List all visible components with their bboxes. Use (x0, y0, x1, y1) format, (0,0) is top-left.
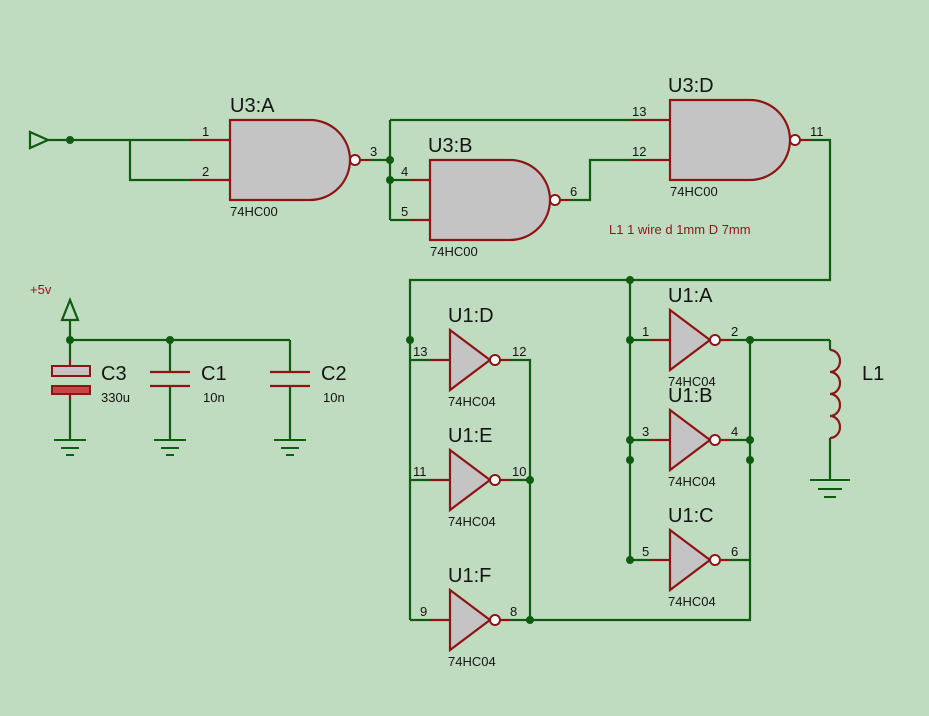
pin-number: 1 (202, 124, 209, 139)
inductor-note: L1 1 wire d 1mm D 7mm (609, 222, 751, 237)
pin-number: 13 (632, 104, 646, 119)
junction-dot (626, 276, 634, 284)
pin-number: 4 (401, 164, 408, 179)
inverter-u1b[interactable]: U1:B 74HC04 3 4 (642, 385, 738, 489)
component-ref: L1 (862, 363, 884, 385)
power-label: +5v (30, 282, 52, 297)
component-part: 74HC00 (430, 244, 478, 259)
component-part: 74HC04 (668, 594, 716, 609)
pin-number: 1 (642, 324, 649, 339)
component-part: 74HC04 (668, 374, 716, 389)
junction-dot (386, 176, 394, 184)
component-ref: U1:D (448, 305, 494, 327)
junction-dot (746, 436, 754, 444)
pin-number: 4 (731, 424, 738, 439)
pin-number: 3 (370, 144, 377, 159)
capacitor-c3[interactable]: C3 330u (51, 360, 130, 405)
component-value: 10n (323, 390, 345, 405)
pin-number: 2 (731, 324, 738, 339)
inductor-l1[interactable]: L1 (828, 348, 884, 440)
component-ref: U1:F (448, 565, 491, 587)
junction-dot (66, 136, 74, 144)
inverter-u1c[interactable]: U1:C 74HC04 5 6 (642, 505, 738, 609)
component-part: 74HC04 (448, 394, 496, 409)
capacitor-c2[interactable]: C2 10n (270, 363, 347, 405)
ground-icon (154, 439, 186, 456)
junction-dot (626, 336, 634, 344)
junction-dot (526, 616, 534, 624)
component-value: 10n (203, 390, 225, 405)
pin-number: 2 (202, 164, 209, 179)
junctions (66, 136, 754, 624)
junction-dot (406, 336, 414, 344)
component-ref: C3 (101, 363, 127, 385)
junction-dot (746, 456, 754, 464)
junction-dot (626, 556, 634, 564)
junction-dot (526, 476, 534, 484)
component-ref: C1 (201, 363, 227, 385)
pin-number: 8 (510, 604, 517, 619)
component-ref: C2 (321, 363, 347, 385)
input-terminal-icon[interactable] (28, 130, 51, 150)
component-ref: U1:B (668, 385, 712, 407)
junction-dot (66, 336, 74, 344)
component-ref: U1:C (668, 505, 714, 527)
nand-gate-u3d[interactable]: U3:D 74HC00 13 12 11 (630, 75, 824, 199)
pin-number: 11 (810, 124, 824, 139)
capacitor-c1[interactable]: C1 10n (150, 363, 227, 405)
pin-number: 9 (420, 604, 427, 619)
component-ref: U1:A (668, 285, 713, 307)
component-part: 74HC04 (668, 474, 716, 489)
ground-icon (274, 439, 306, 456)
junction-dot (746, 336, 754, 344)
component-part: 74HC04 (448, 514, 496, 529)
inverter-u1d[interactable]: U1:D 74HC04 13 12 (413, 305, 526, 409)
pin-number: 5 (401, 204, 408, 219)
component-part: 74HC04 (448, 654, 496, 669)
component-ref: U3:D (668, 75, 714, 97)
nand-gate-u3a[interactable]: U3:A 74HC00 1 2 3 (190, 95, 377, 219)
ground-icon (810, 479, 850, 498)
pin-number: 12 (512, 344, 526, 359)
component-value: 330u (101, 390, 130, 405)
component-part: 74HC00 (230, 204, 278, 219)
pin-number: 6 (731, 544, 738, 559)
inverter-u1a[interactable]: U1:A 74HC04 1 2 (642, 285, 738, 389)
component-ref: U1:E (448, 425, 492, 447)
ground-icon (54, 439, 86, 456)
junction-dot (386, 156, 394, 164)
pin-number: 13 (413, 344, 427, 359)
pin-number: 3 (642, 424, 649, 439)
nand-gate-u3b[interactable]: U3:B 74HC00 4 5 6 (401, 135, 577, 259)
component-ref: U3:A (230, 95, 275, 117)
pin-number: 11 (413, 464, 427, 479)
pin-number: 10 (512, 464, 526, 479)
power-terminal[interactable]: +5v (30, 282, 80, 322)
pin-number: 12 (632, 144, 646, 159)
component-part: 74HC00 (670, 184, 718, 199)
inverter-u1e[interactable]: U1:E 74HC04 11 10 (413, 425, 526, 529)
power-arrow-icon (60, 297, 80, 322)
inverter-u1f[interactable]: U1:F 74HC04 9 8 (420, 565, 517, 669)
junction-dot (626, 436, 634, 444)
pin-number: 5 (642, 544, 649, 559)
junction-dot (166, 336, 174, 344)
junction-dot (626, 456, 634, 464)
component-ref: U3:B (428, 135, 472, 157)
pin-number: 6 (570, 184, 577, 199)
